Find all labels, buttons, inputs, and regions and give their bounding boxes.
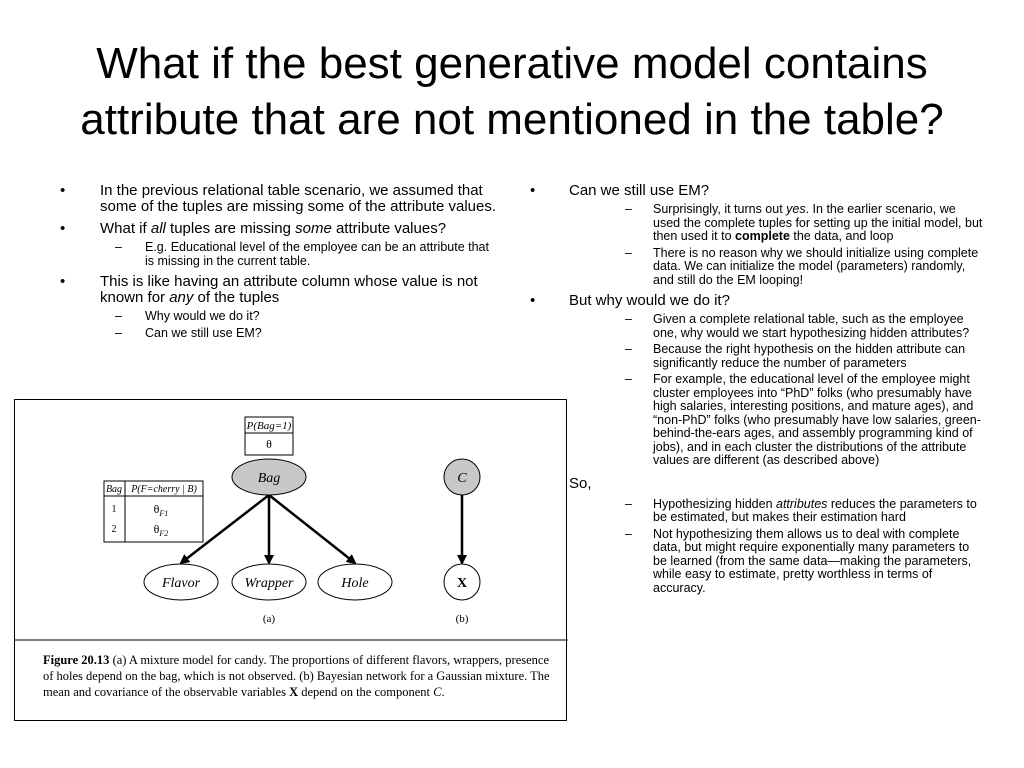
figure-bayes-network: P(Bag=1) θ Bag P(F=cherry | B) 1 θF1 2 θ… bbox=[14, 399, 568, 721]
sub-bullet-not-hypothesizing: Not hypothesizing them allows us to deal… bbox=[569, 527, 985, 596]
sub-bullet-hypothesizing: Hypothesizing hidden attributes reduces … bbox=[569, 497, 985, 525]
sub-bullet-right-hypothesis: Because the right hypothesis on the hidd… bbox=[569, 342, 985, 370]
sub-bullet-surprisingly: Surprisingly, it turns out yes. In the e… bbox=[569, 202, 985, 244]
svg-text:C: C bbox=[457, 471, 467, 486]
svg-text:Hole: Hole bbox=[340, 576, 368, 591]
svg-text:X: X bbox=[457, 576, 467, 591]
cpt-row2-bag: 2 bbox=[112, 524, 117, 535]
bullet-previous-scenario: In the previous relational table scenari… bbox=[60, 183, 500, 215]
cpt-row2-theta: θF2 bbox=[154, 522, 169, 538]
cpt-col-bag: Bag bbox=[106, 484, 122, 495]
edge-bag-hole bbox=[268, 494, 357, 565]
node-bag: Bag bbox=[231, 458, 307, 496]
sub-bullet-for-example: For example, the educational level of th… bbox=[569, 372, 985, 468]
cpt-row1-theta: θF1 bbox=[154, 502, 169, 518]
sub-bullet-given-complete: Given a complete relational table, such … bbox=[569, 312, 985, 340]
bullet-why-would-we: But why would we do it? Given a complete… bbox=[530, 293, 985, 468]
right-column: Can we still use EM? Surprisingly, it tu… bbox=[530, 183, 985, 601]
label-a: (a) bbox=[263, 613, 276, 625]
node-hole: Hole bbox=[317, 563, 393, 601]
svg-text:Bag: Bag bbox=[258, 471, 281, 486]
node-c: C bbox=[443, 458, 481, 496]
sub-bullet-educational-level: E.g. Educational level of the employee c… bbox=[100, 240, 500, 268]
bullet-attribute-column: This is like having an attribute column … bbox=[60, 274, 500, 340]
label-b: (b) bbox=[456, 613, 469, 625]
figure-caption: Figure 20.13 (a) A mixture model for can… bbox=[43, 653, 550, 699]
svg-text:Flavor: Flavor bbox=[161, 576, 201, 591]
cpt-row1-bag: 1 bbox=[112, 504, 117, 515]
prior-table: P(Bag=1) θ bbox=[244, 416, 294, 456]
sub-bullet-still-em: Can we still use EM? bbox=[100, 326, 500, 341]
figure-diagram: P(Bag=1) θ Bag P(F=cherry | B) 1 θF1 2 θ… bbox=[15, 416, 568, 641]
sub-bullet-no-reason: There is no reason why we should initial… bbox=[569, 246, 985, 288]
prior-table-value: θ bbox=[266, 437, 272, 451]
cpt-table: Bag P(F=cherry | B) 1 θF1 2 θF2 bbox=[103, 480, 204, 543]
left-column: In the previous relational table scenari… bbox=[60, 183, 500, 346]
svg-text:Wrapper: Wrapper bbox=[245, 576, 295, 591]
slide-title: What if the best generative model contai… bbox=[80, 39, 944, 144]
node-x: X bbox=[443, 563, 481, 601]
prior-table-header: P(Bag=1) bbox=[246, 420, 292, 432]
sub-bullet-why: Why would we do it? bbox=[100, 309, 500, 324]
bullet-can-we-use-em: Can we still use EM? Surprisingly, it tu… bbox=[530, 183, 985, 287]
bullet-so: So, Hypothesizing hidden attributes redu… bbox=[530, 475, 985, 596]
edge-bag-flavor bbox=[179, 494, 270, 565]
bullet-all-tuples-missing: What if all tuples are missing some attr… bbox=[60, 221, 500, 268]
node-wrapper: Wrapper bbox=[231, 563, 307, 601]
cpt-col-prob: P(F=cherry | B) bbox=[130, 484, 197, 495]
node-flavor: Flavor bbox=[143, 563, 219, 601]
